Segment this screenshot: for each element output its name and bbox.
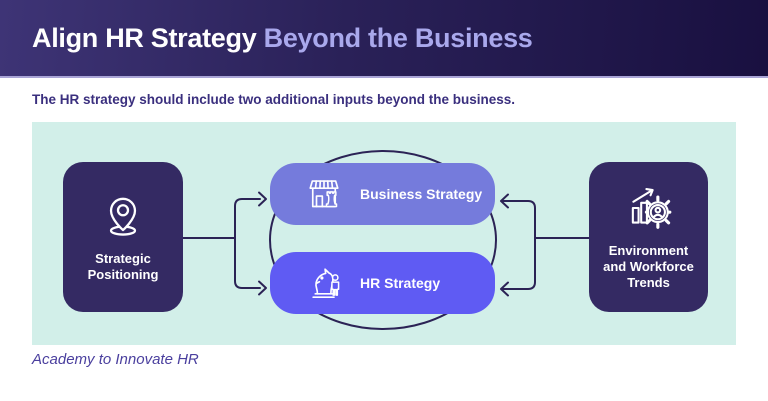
background-ellipse: [269, 150, 497, 330]
page-title: Align HR Strategy Beyond the Business: [32, 23, 533, 54]
header-banner: Align HR Strategy Beyond the Business: [0, 0, 768, 78]
page-title-accent: Beyond the Business: [263, 22, 533, 53]
diagram-panel: Strategic Positioning Environment and Wo…: [32, 122, 736, 345]
subtitle-text: The HR strategy should include two addit…: [32, 92, 516, 107]
node-strategic-positioning: Strategic Positioning: [63, 162, 183, 312]
connector-layer: [182, 150, 590, 330]
attribution-text: Academy to Innovate HR: [32, 351, 199, 368]
storefront-chess-icon: [309, 180, 339, 208]
chart-gear-person-icon: [631, 187, 671, 229]
arrowhead-right-bottom: [258, 280, 267, 296]
arrowhead-right-top: [258, 191, 267, 207]
node-label: Environment and Workforce Trends: [603, 242, 694, 291]
arrowhead-left-bottom: [500, 281, 509, 297]
edge-environment-to-business: [502, 200, 536, 239]
node-label: Strategic Positioning: [87, 250, 159, 282]
node-label: Business Strategy: [360, 186, 483, 202]
node-environment-workforce-trends: Environment and Workforce Trends: [589, 162, 708, 312]
node-label: HR Strategy: [360, 275, 441, 291]
edge-strategic-to-business: [234, 198, 261, 239]
node-business-strategy: Business Strategy: [270, 163, 495, 225]
node-hr-strategy: HR Strategy: [270, 252, 495, 314]
location-pin-icon: [109, 197, 137, 236]
arrowhead-left-top: [500, 193, 509, 209]
edge-environment-to-hr: [502, 237, 536, 290]
chess-knight-person-icon: [312, 268, 340, 298]
page-title-main: Align HR Strategy: [32, 22, 264, 53]
edge-strategic-to-hr: [234, 237, 261, 289]
